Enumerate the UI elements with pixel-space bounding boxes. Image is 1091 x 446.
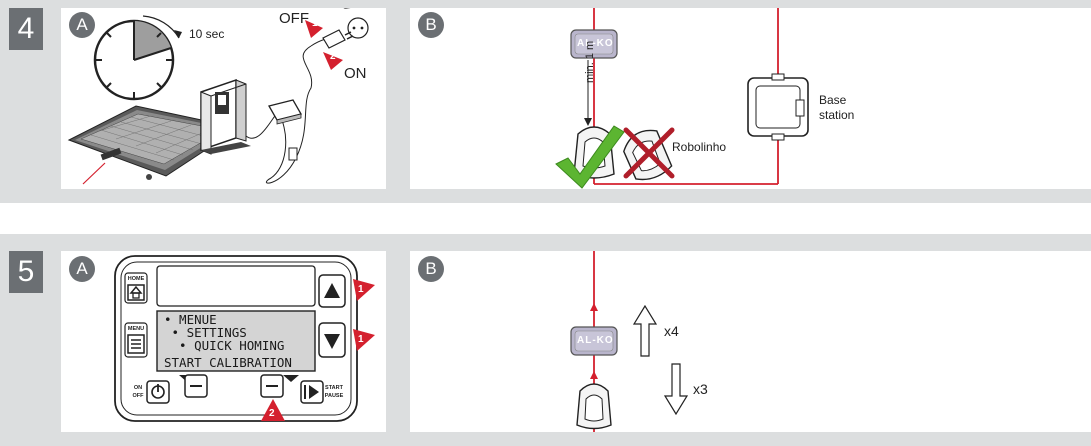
step-5b-badge: B — [418, 256, 444, 282]
pause-label: PAUSE — [324, 393, 344, 399]
step-4b-badge: B — [418, 12, 444, 38]
cross-icon — [623, 127, 675, 179]
left-softkey-shape — [179, 374, 208, 398]
step-5a-badge: A — [69, 256, 95, 282]
up-count-label: x4 — [664, 323, 679, 339]
lcd-line-4: START CALIBRATION — [164, 355, 292, 370]
arrow-down-icon — [663, 363, 689, 416]
lcd-line-1: • MENUE — [164, 312, 217, 327]
arrow-up-icon — [632, 304, 658, 357]
step-5-panel-b: B AL-KO x4 x3 — [410, 251, 1091, 432]
menu-label: MENU — [127, 326, 145, 332]
step-4-panel-a: A — [61, 8, 386, 189]
lcd-line-3: • QUICK HOMING — [164, 338, 285, 353]
confirm-marker: 2 — [269, 408, 275, 419]
step-4-number: 4 — [9, 8, 43, 50]
step-4a-badge: A — [69, 12, 95, 38]
base-label-line2: station — [819, 108, 855, 122]
distance-label: min. 1 m — [584, 40, 596, 83]
timer-clock-icon — [93, 15, 182, 101]
right-softkey-shape — [260, 374, 299, 398]
on-marker: 2 — [330, 51, 336, 62]
base-tower — [200, 78, 251, 155]
step-4-panel-b: B — [410, 8, 1091, 189]
up-marker: 1 — [358, 284, 364, 295]
sensor-box-icon — [570, 326, 618, 356]
sensor-brand-label: AL-KO — [577, 335, 614, 346]
step-4b-illustration — [555, 8, 809, 189]
step-5b-illustration — [570, 251, 689, 432]
robot-icon — [576, 383, 612, 430]
home-label: HOME — [127, 276, 145, 282]
power-adapter-icon — [268, 99, 302, 125]
power-button-shape — [146, 380, 170, 404]
base-label-line1: Base — [819, 93, 847, 107]
off-label: OFF — [132, 393, 144, 399]
off-label: OFF — [279, 10, 309, 27]
home-button-shape — [124, 272, 148, 304]
down-button-shape — [318, 322, 346, 358]
menu-button-shape — [124, 322, 148, 358]
sensor-box-icon — [570, 29, 618, 59]
base-station-icon — [747, 73, 809, 141]
step-5-number: 5 — [9, 251, 43, 293]
timer-label: 10 sec — [189, 27, 225, 41]
lcd-line-2: • SETTINGS — [164, 325, 247, 340]
on-label: ON — [344, 65, 367, 82]
on-label: ON — [133, 385, 143, 391]
step-4a-illustration — [67, 8, 374, 185]
start-label: START — [325, 385, 343, 391]
off-marker: 1 — [312, 18, 318, 29]
sensor-brand-label: AL-KO — [577, 38, 614, 49]
robot-label: Robolinho — [672, 140, 727, 154]
on-arrow-icon — [323, 52, 343, 70]
down-count-label: x3 — [693, 381, 708, 397]
control-panel-illustration — [114, 255, 375, 422]
plug-icon — [322, 29, 354, 49]
start-button-shape — [300, 380, 324, 404]
check-icon — [555, 125, 625, 189]
up-button-shape — [318, 274, 346, 308]
down-marker: 1 — [358, 334, 364, 345]
off-arrow-icon — [305, 20, 323, 38]
wall-socket-icon — [342, 8, 374, 39]
step-5-panel-a: A — [61, 251, 386, 432]
